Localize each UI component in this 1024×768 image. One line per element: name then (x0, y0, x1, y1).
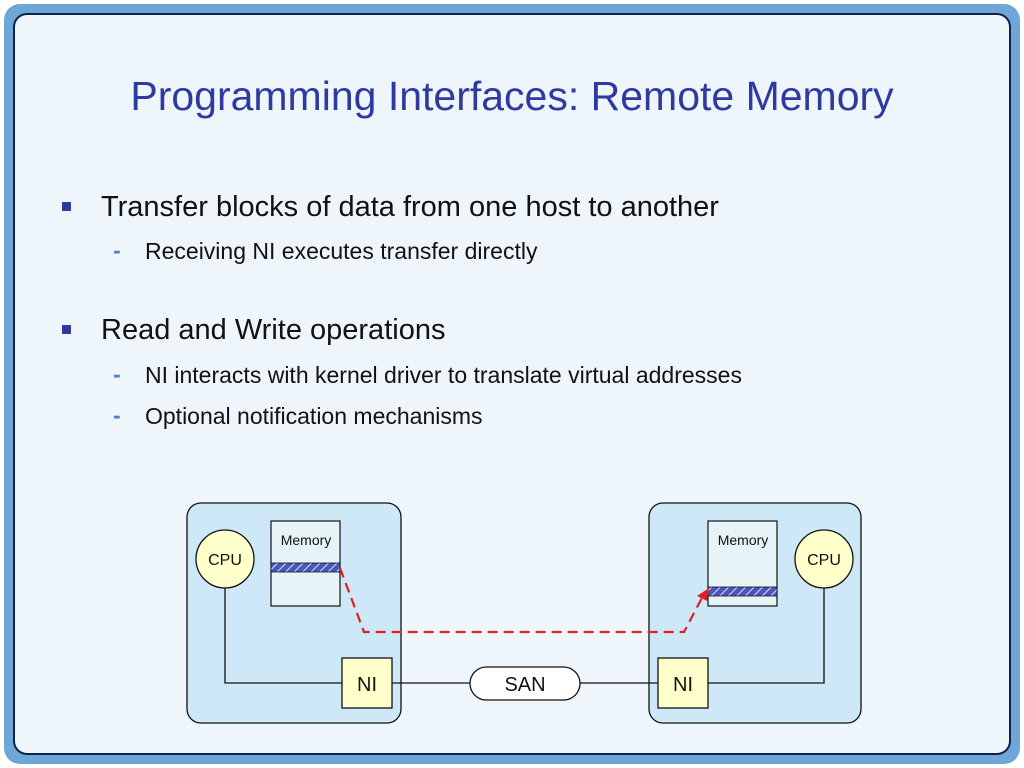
san-label: SAN (504, 674, 545, 696)
left-cpu-ni-link (224, 588, 342, 684)
right-cpu-ni-link (708, 588, 825, 684)
sub-bullet-text: Optional notification mechanisms (145, 403, 483, 429)
slide-title: Programming Interfaces: Remote Memory (130, 73, 894, 119)
right-ni-label: NI (673, 674, 693, 696)
sub-bullet-text: NI interacts with kernel driver to trans… (145, 362, 742, 388)
transfer-arrowhead-icon (697, 588, 709, 601)
bullet-text: Transfer blocks of data from one host to… (101, 191, 719, 223)
right-ni-box (657, 657, 709, 709)
right-cpu-label: CPU (807, 552, 841, 569)
dash-marker: - (113, 361, 121, 387)
right-memory-label: Memory (718, 532, 769, 548)
transfer-path (338, 567, 705, 634)
bullet-text: Read and Write operations (101, 314, 446, 346)
dash-marker: - (113, 237, 121, 263)
left-cpu-label: CPU (208, 552, 242, 569)
right-memory-block (707, 586, 778, 597)
dash-marker: - (113, 402, 121, 428)
left-cpu-node (195, 529, 255, 589)
san-node (469, 666, 581, 701)
left-ni-label: NI (357, 674, 377, 696)
right-cpu-node (794, 529, 854, 589)
left-memory-label: Memory (281, 532, 332, 548)
left-memory-block (270, 562, 341, 573)
left-ni-box (341, 657, 393, 709)
sub-bullet-text: Receiving NI executes transfer directly (145, 238, 538, 264)
bullet-square-icon (62, 325, 71, 334)
bullet-square-icon (62, 202, 71, 211)
